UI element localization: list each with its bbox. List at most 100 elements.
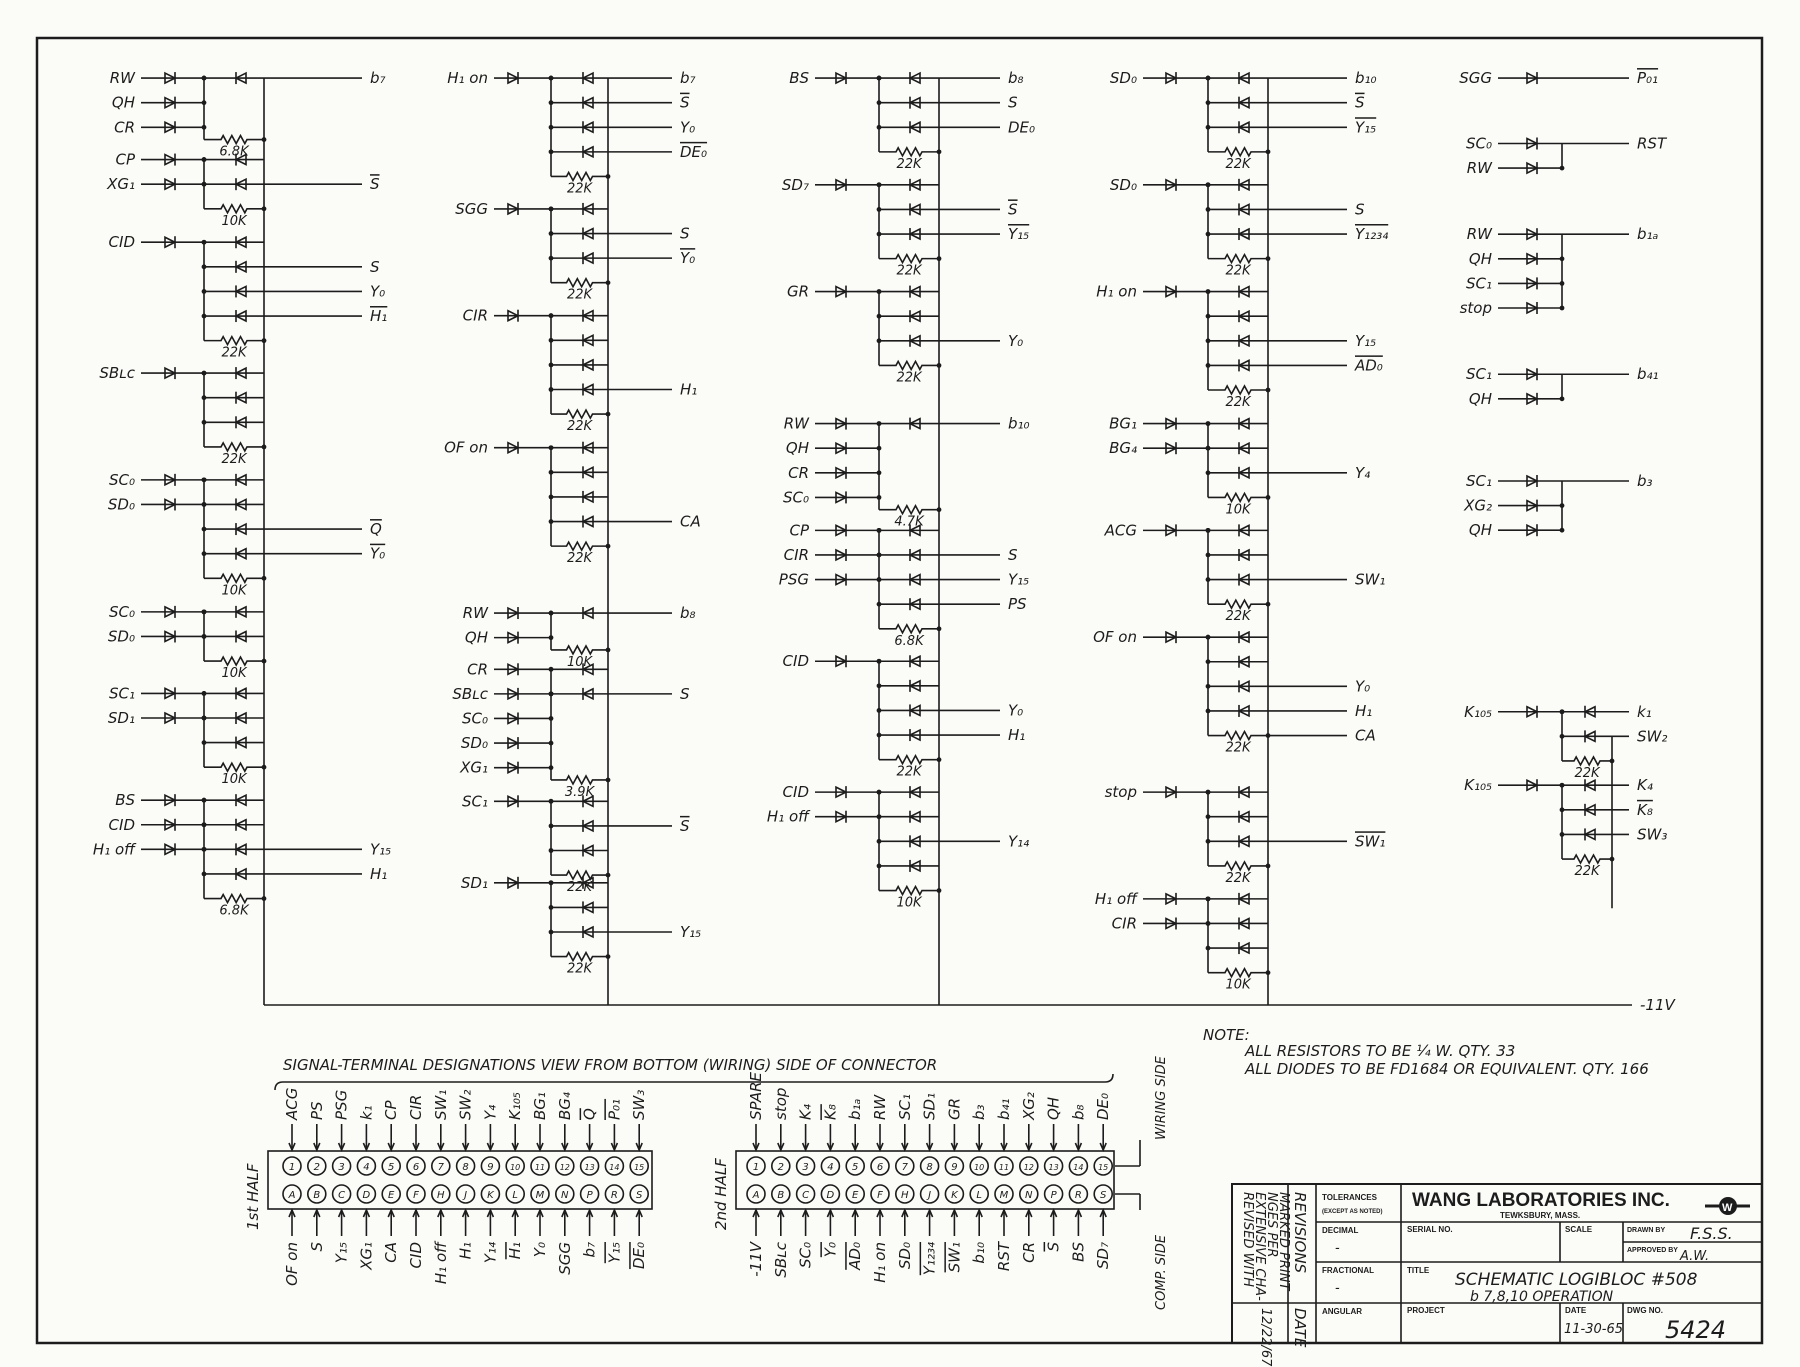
diode-icon [581,687,594,701]
diode-icon [507,761,520,774]
diode-icon [1237,704,1250,718]
pin-circle [919,1156,940,1176]
output-label: AD₀ [1354,356,1383,374]
pin-label: 3 [802,1162,808,1173]
diode-triangle [164,71,177,85]
input-label: SC₀ [462,709,488,727]
output-label: K₈ [1637,801,1653,819]
diode-triangle [835,524,848,537]
resistor-icon: 22K [551,170,608,196]
diode-icon [581,441,594,455]
resistor-zigzag [551,408,608,420]
diode-icon [581,309,594,322]
output-label: b₇ [680,69,696,87]
input-label: SC₀ [783,488,809,506]
arrowhead-icon [635,1207,643,1218]
resistor-zigzag [879,884,939,897]
resistor-value: 6.8K [219,904,250,919]
terminal-signal-top: Υ₄ [481,1105,499,1120]
pin-circle [870,1156,890,1176]
diode-triangle [835,785,848,799]
output-label: H₁ [370,865,387,883]
pin-label: C [338,1190,345,1201]
terminal-signal-bottom: Υ₁₄ [481,1242,499,1263]
diode-triangle [908,859,921,873]
arrowhead-icon [585,1207,594,1218]
terminal-signal-top: P₀₁ [605,1099,623,1120]
arrowhead-icon [511,1142,519,1153]
diode-triangle [1237,655,1250,669]
diode-icon [1237,655,1250,669]
diode-triangle [234,736,247,749]
pin-label: 10 [974,1163,984,1172]
diode-icon [581,662,594,676]
diode-triangle [581,309,594,322]
diode-triangle [1583,828,1596,841]
resistor-icon: 22K [204,441,264,467]
resistor-zigzag [1208,146,1268,158]
diode-triangle [234,71,247,85]
arrowhead-icon [313,1207,321,1218]
input-label: QH [465,629,488,647]
pin-label: 14 [1073,1163,1083,1172]
resistor-value: 22K [221,452,248,467]
pin-circle [944,1156,965,1176]
diode-icon [908,859,921,873]
input-label: SD₀ [108,495,135,513]
resistor-icon: 22K [879,252,939,279]
input-label: CR [467,660,488,678]
input-label: SBʟᴄ [452,685,488,703]
diode-icon [1237,178,1250,192]
diode-triangle [908,96,921,109]
terminal-signal-top: GR [945,1098,963,1120]
arrowhead-icon [412,1142,420,1153]
output-label: Υ₁₅ [1355,118,1376,136]
pin-label: H [901,1190,909,1201]
pin-label: 6 [413,1162,419,1173]
diode-icon [164,711,177,725]
arrowhead-icon [1000,1207,1008,1218]
diode-triangle [835,810,848,824]
title-label: TITLE [1407,1266,1430,1275]
pin-label: 11 [999,1163,1009,1172]
diode-icon [234,473,247,487]
diode-icon [835,491,848,504]
pin-circle [894,1156,915,1176]
pin-label: B [313,1190,320,1201]
resistor-value: 22K [896,157,923,172]
diode-triangle [581,844,594,857]
diode-icon [507,71,520,85]
diode-triangle [164,498,177,511]
diode-icon [908,835,921,848]
resistor-value: 22K [1225,871,1252,886]
pin-label: E [852,1190,859,1201]
terminal-signal-top: k₁ [357,1105,375,1120]
pin-circle [820,1156,841,1176]
diode-triangle [908,548,921,562]
input-label: XG₂ [1463,497,1492,515]
pin-circle [1093,1156,1113,1176]
pin-label: 10 [510,1163,520,1172]
diode-triangle [234,711,247,725]
resistor-value: 22K [1574,766,1601,781]
diode-triangle [234,818,247,832]
resistor-icon: 10K [1208,967,1268,993]
resistor-zigzag [1208,967,1268,979]
input-label: stop [1460,299,1492,317]
resistor-icon: 22K [1208,146,1268,172]
diode-triangle [908,810,921,824]
diode-icon [234,177,247,191]
arrowhead-icon [486,1207,495,1218]
diode-triangle [1165,417,1178,430]
input-label: SD₀ [1110,176,1137,194]
connector-body [267,1150,653,1210]
diode-icon [1237,120,1250,134]
diode-icon [1583,803,1596,817]
diode-triangle [164,153,177,166]
diode-icon [908,178,921,192]
output-label: Υ₄ [1355,464,1370,482]
resistor-icon: 22K [551,540,608,566]
diode-icon [164,235,177,249]
